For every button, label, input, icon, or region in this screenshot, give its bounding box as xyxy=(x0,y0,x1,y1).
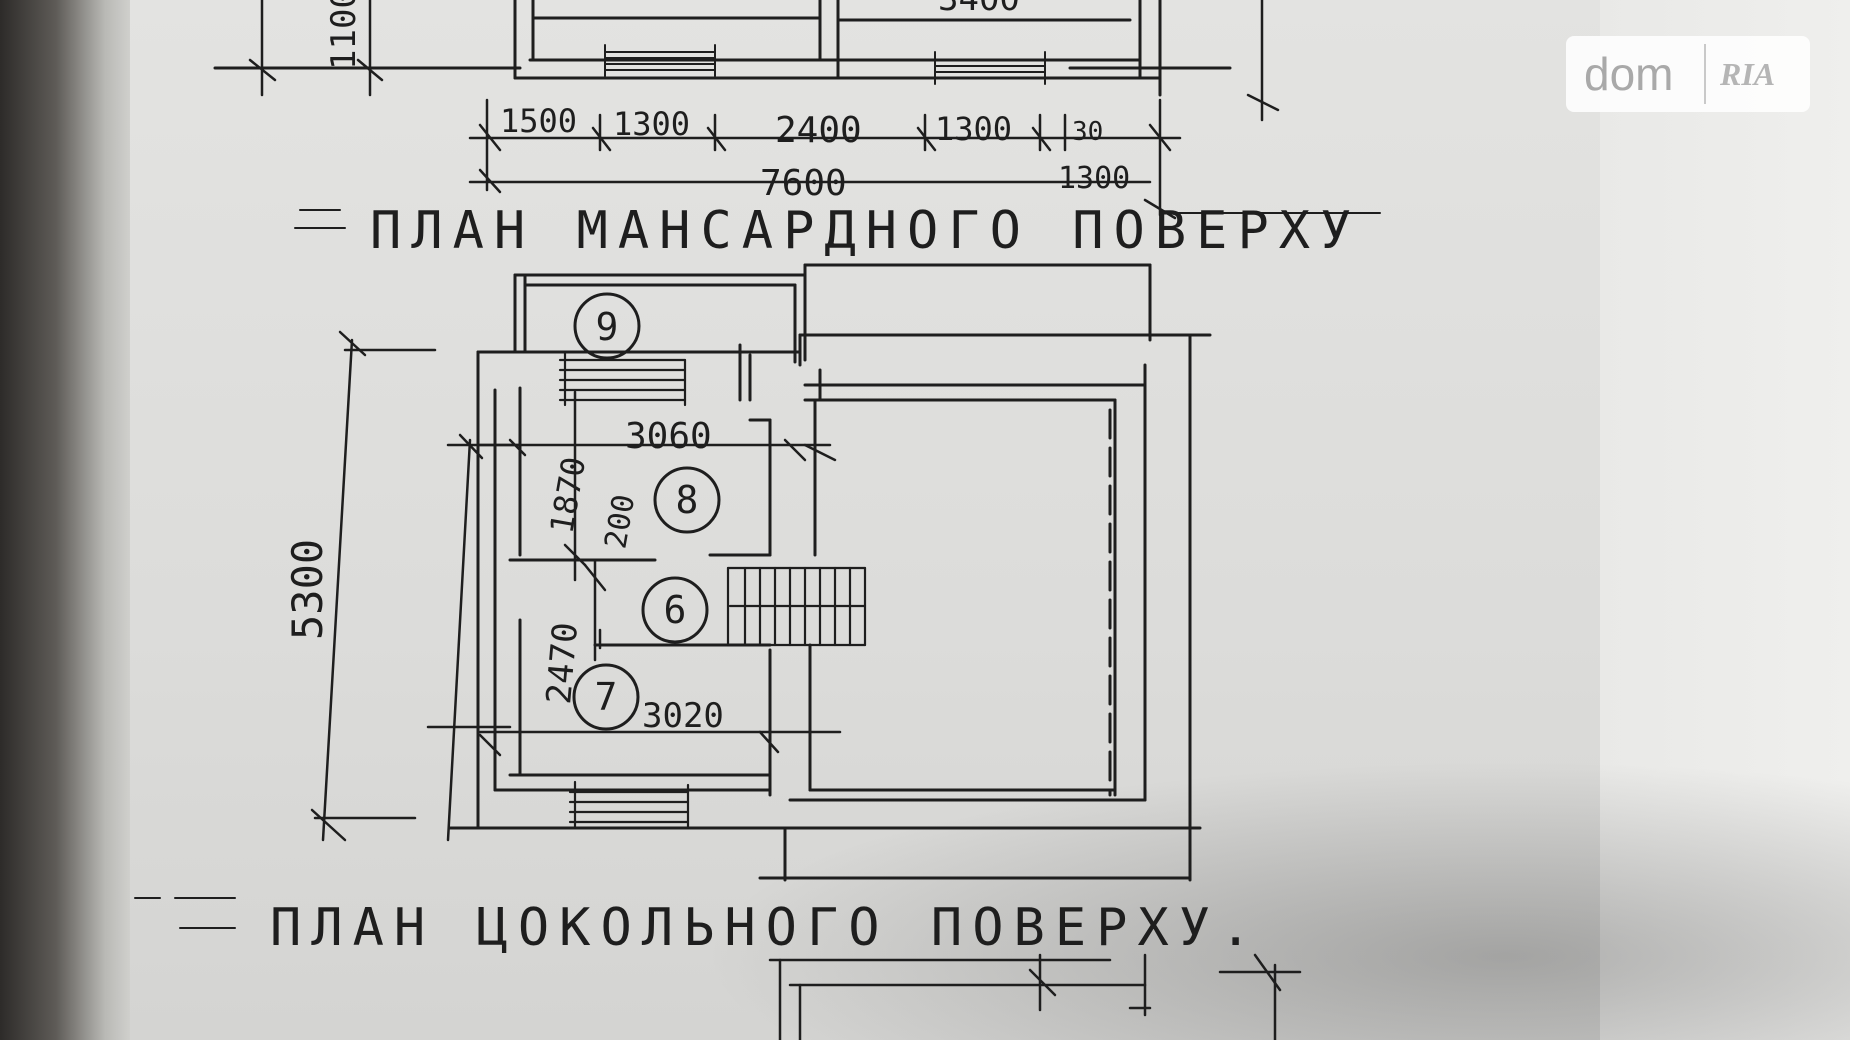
attic-dim-seg2: 1300 xyxy=(613,105,690,143)
attic-dim-seg4: 1300 xyxy=(935,110,1012,148)
basement-dim-room7-width: 3020 xyxy=(642,696,724,736)
room-number-8: 8 xyxy=(676,478,699,522)
basement-plan: 5300 3060 1870 200 2470 3020 9 8 6 7 xyxy=(134,263,1302,1040)
paper-margin xyxy=(1600,0,1850,1040)
basement-plan-title: ПЛАН ЦОКОЛЬНОГО ПОВЕРХУ. xyxy=(270,898,1261,958)
attic-dim-seg6: 1300 xyxy=(1058,161,1130,196)
watermark-dom-text: dom xyxy=(1584,48,1674,100)
basement-dim-room8-width: 3060 xyxy=(625,416,712,457)
attic-dim-seg5: 30 xyxy=(1072,117,1103,147)
attic-dim-left: 1100 xyxy=(324,0,364,70)
binder-edge xyxy=(0,0,140,1040)
attic-dim-top-mid: 3400 xyxy=(938,0,1020,19)
domria-watermark: dom RIA xyxy=(1566,36,1810,112)
watermark-separator xyxy=(1704,44,1706,104)
room-number-7: 7 xyxy=(595,675,618,719)
basement-dim-room8-height: 1870 xyxy=(542,454,593,536)
attic-dim-seg1: 1500 xyxy=(500,102,577,140)
paper-sheet xyxy=(130,0,1610,1040)
attic-plan: 1100 3400 150 xyxy=(213,0,1381,261)
room-number-6: 6 xyxy=(664,588,687,632)
attic-dim-total: 7600 xyxy=(760,163,847,204)
room-number-9: 9 xyxy=(596,305,619,349)
basement-dim-height-total: 5300 xyxy=(283,539,332,640)
basement-dim-wall: 200 xyxy=(598,492,642,551)
attic-dim-seg3: 2400 xyxy=(775,110,862,151)
watermark-ria-logo: RIA xyxy=(1720,55,1776,92)
attic-plan-title: ПЛАН МАНСАРДНОГО ПОВЕРХУ xyxy=(370,201,1361,261)
basement-dim-room7-height: 2470 xyxy=(539,621,586,706)
